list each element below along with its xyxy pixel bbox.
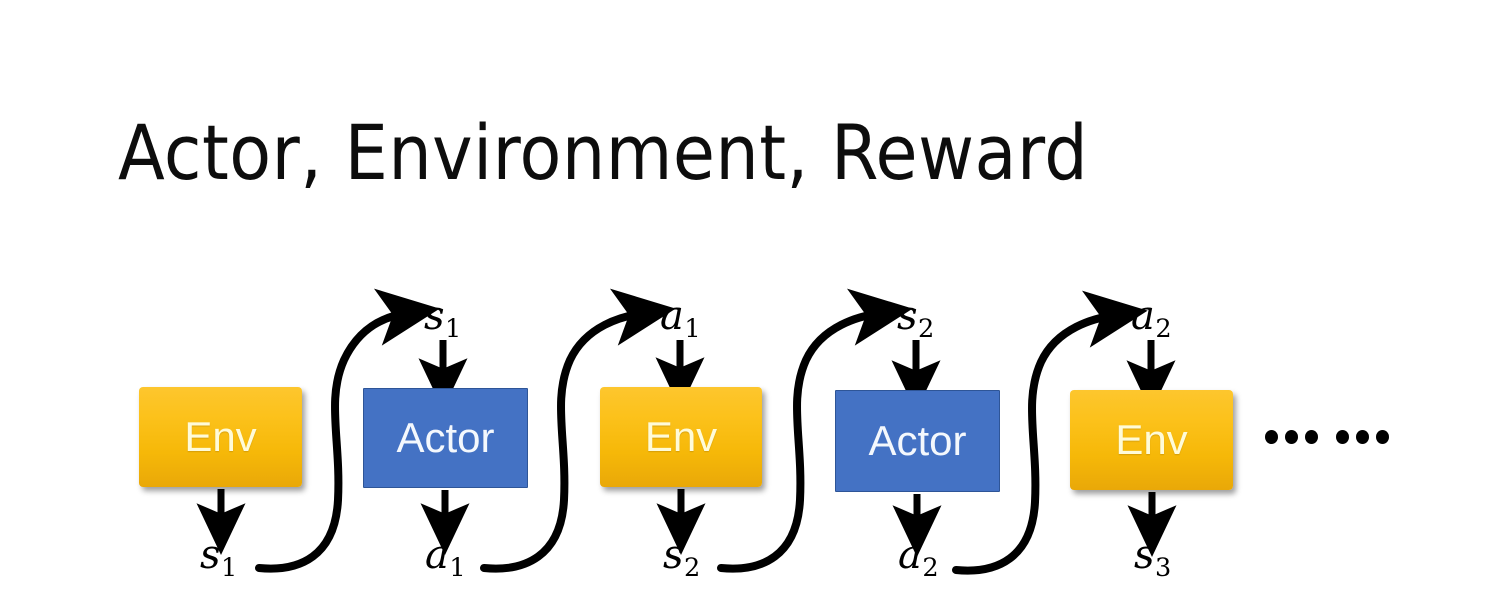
label-bottom-a2: a2 (898, 535, 939, 581)
var-base: s (897, 293, 918, 339)
node-env-2[interactable]: Env (600, 387, 762, 487)
var-subscript: 2 (684, 552, 701, 583)
ellipsis-dot (1305, 430, 1318, 444)
var-base: a (425, 532, 449, 578)
var-subscript: 1 (684, 313, 701, 344)
ellipsis-gap (1325, 437, 1329, 438)
var-base: s (200, 532, 221, 578)
node-actor-1[interactable]: Actor (363, 388, 528, 488)
label-bottom-s1: s1 (200, 535, 237, 581)
ellipsis-continuation (1265, 430, 1389, 444)
node-label: Env (184, 413, 257, 460)
label-bottom-s3: s3 (1134, 535, 1171, 581)
node-env-3[interactable]: Env (1070, 390, 1233, 490)
var-base: a (660, 293, 684, 339)
var-subscript: 1 (449, 552, 466, 583)
label-top-a2: a2 (1131, 296, 1172, 342)
node-label: Env (1115, 416, 1188, 463)
label-bottom-a1: a1 (425, 535, 466, 581)
var-subscript: 1 (445, 313, 462, 344)
var-base: a (898, 532, 922, 578)
var-subscript: 2 (1155, 313, 1172, 344)
node-env-1[interactable]: Env (139, 387, 302, 487)
var-base: s (1134, 532, 1155, 578)
label-top-s2: s2 (897, 296, 934, 342)
ellipsis-dot (1356, 430, 1369, 444)
node-label: Actor (868, 417, 967, 464)
arrow-box-to-label-group (196, 489, 1177, 558)
label-top-s1: s1 (424, 296, 461, 342)
var-subscript: 1 (221, 552, 238, 583)
node-label: Env (644, 413, 718, 460)
page-title: Actor, Environment, Reward (118, 108, 1089, 197)
node-label: Actor (396, 414, 495, 461)
var-base: s (424, 293, 445, 339)
ellipsis-dot (1376, 430, 1389, 444)
ellipsis-dot (1285, 430, 1298, 444)
var-base: a (1131, 293, 1155, 339)
ellipsis-dot (1265, 430, 1278, 444)
var-subscript: 2 (922, 552, 939, 583)
label-bottom-s2: s2 (663, 535, 700, 581)
ellipsis-dot (1336, 430, 1349, 444)
node-actor-2[interactable]: Actor (835, 390, 1000, 492)
var-subscript: 2 (918, 313, 935, 344)
var-base: s (663, 532, 684, 578)
arrow-label-to-box-group (418, 340, 1176, 413)
var-subscript: 3 (1155, 552, 1172, 583)
label-top-a1: a1 (660, 296, 701, 342)
